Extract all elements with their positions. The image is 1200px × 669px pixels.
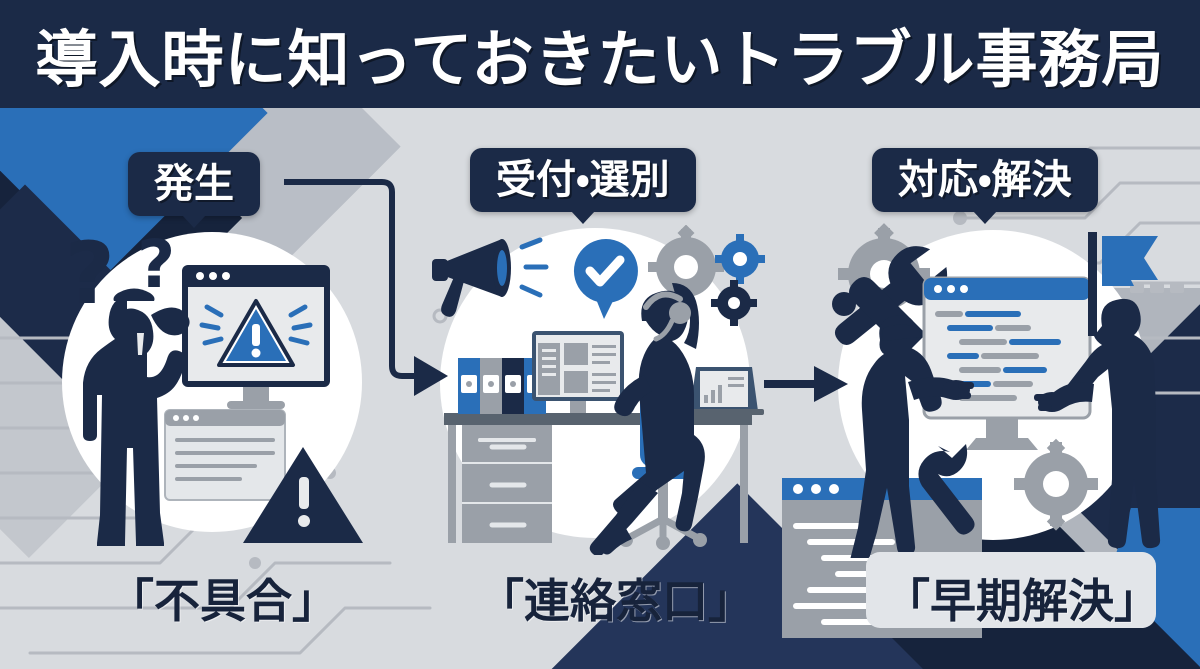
gear-icon-bottom	[1014, 438, 1098, 531]
connector-stage1-to-stage2	[284, 179, 448, 396]
monitor-with-warning	[182, 265, 330, 409]
stage-badge-2[interactable]: 受付・選別	[470, 148, 696, 224]
hand-on-head	[151, 307, 190, 336]
megaphone-icon	[432, 237, 549, 317]
check-badge-icon	[573, 239, 638, 319]
stage-badge-3[interactable]: 対応・解決	[872, 148, 1098, 224]
monitor-with-ticket-list	[532, 331, 624, 413]
caption-plate-3	[866, 552, 1156, 628]
operator-with-headset-silhouette	[589, 283, 705, 555]
desk	[444, 413, 752, 543]
question-mark-icon: ? ?	[65, 225, 175, 324]
client-silhouette	[1034, 298, 1161, 549]
headset-icon	[643, 291, 691, 342]
wrench-icon-bottom	[918, 444, 975, 535]
stage-badge-1[interactable]: 発生	[128, 152, 260, 228]
laptop-with-chart	[684, 367, 764, 415]
warning-triangle-icon	[217, 299, 295, 367]
stage-caption-1: 「不具合」	[108, 574, 338, 628]
flag-icon	[1088, 232, 1158, 336]
engineer-silhouette	[850, 315, 974, 558]
alert-rays	[199, 304, 313, 346]
confused-person-silhouette	[83, 288, 186, 546]
connector-stage2-to-stage3	[764, 366, 848, 402]
stage-caption-2: 「連絡窓口」	[478, 574, 754, 628]
gear-icon	[648, 225, 765, 326]
page-title: 導入時に知っておきたいトラブル事務局	[35, 23, 1165, 96]
svg-text:?: ?	[65, 225, 115, 324]
trouble-occurrence-scene: ? ?	[65, 225, 363, 546]
stage-caption-3: 「早期解決」	[884, 574, 1160, 628]
drawer-cabinet	[462, 425, 552, 543]
monitor-with-code	[922, 276, 1092, 450]
reception-triage-scene	[432, 225, 765, 555]
warning-triangle-large-icon	[243, 447, 363, 543]
response-resolution-scene	[832, 223, 1161, 558]
document-window	[164, 409, 286, 501]
wrench-icon	[834, 246, 948, 345]
header-bar: 導入時に知っておきたいトラブル事務局	[0, 0, 1200, 108]
